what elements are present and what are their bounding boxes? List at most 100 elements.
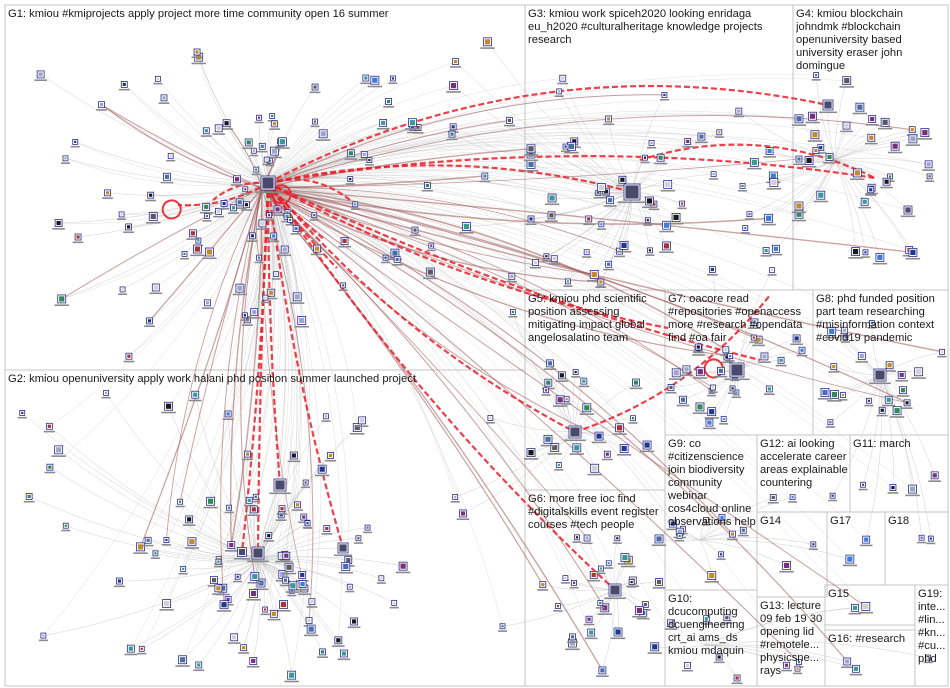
node [281, 212, 293, 223]
node [926, 535, 936, 545]
node [839, 76, 854, 88]
group-label-g11: G11: march [853, 438, 911, 450]
node [321, 413, 331, 422]
node [525, 215, 537, 226]
node [193, 661, 205, 672]
node [627, 579, 637, 588]
node [584, 628, 598, 640]
node [872, 252, 888, 265]
node [896, 386, 910, 397]
node [251, 166, 261, 176]
edge [166, 182, 269, 541]
node [865, 115, 879, 126]
node [721, 614, 733, 624]
node [269, 120, 281, 130]
edge [613, 538, 618, 591]
self-loop [271, 184, 292, 205]
node [216, 600, 232, 612]
node [102, 189, 114, 199]
node [175, 498, 185, 508]
edge [267, 182, 800, 663]
node [612, 535, 622, 544]
node [303, 520, 313, 529]
node [883, 361, 896, 372]
node [628, 415, 638, 424]
edge [699, 497, 774, 541]
edge [261, 187, 712, 392]
edge [261, 187, 606, 609]
node [617, 553, 633, 565]
node [645, 247, 655, 256]
edge [107, 182, 269, 196]
node [560, 575, 570, 584]
node [280, 551, 293, 563]
node [682, 138, 694, 148]
group-label-g8: G8: phd funded position part team resear… [816, 293, 935, 344]
edge [267, 170, 910, 251]
edge [257, 559, 395, 604]
edge [267, 77, 563, 184]
node [337, 649, 351, 661]
node [571, 369, 581, 378]
node [905, 134, 921, 146]
node [190, 244, 205, 257]
strong-edge [267, 178, 351, 201]
node [767, 494, 779, 504]
node [310, 244, 324, 256]
edge [261, 119, 510, 189]
node [160, 172, 174, 184]
node [708, 384, 718, 394]
node [395, 561, 411, 574]
edge [834, 159, 865, 202]
edge [140, 546, 259, 561]
node [290, 292, 305, 304]
node [554, 88, 564, 97]
node [911, 367, 926, 379]
node [654, 153, 667, 165]
hub-node [900, 205, 916, 218]
edge [267, 182, 881, 376]
node [801, 156, 817, 168]
hub-node [269, 478, 291, 495]
node [161, 537, 171, 546]
node [813, 190, 828, 203]
edge [879, 374, 935, 476]
node [775, 356, 787, 367]
node [659, 241, 674, 254]
edge [699, 496, 793, 541]
edge [879, 374, 894, 488]
edge [165, 187, 263, 541]
node [665, 384, 677, 394]
self-loop [161, 199, 182, 220]
edge [736, 349, 803, 371]
edge [704, 644, 856, 670]
edge [267, 182, 712, 391]
node [643, 217, 653, 226]
node [224, 541, 238, 552]
node [796, 346, 808, 357]
node [603, 196, 617, 207]
node [578, 377, 590, 388]
node [96, 101, 107, 111]
node [315, 129, 331, 141]
node [264, 288, 278, 300]
node [640, 154, 650, 164]
node [807, 130, 823, 142]
node [267, 146, 282, 159]
node [376, 119, 390, 130]
node [376, 575, 386, 584]
node [422, 182, 433, 192]
group-label-g13: G13: lecture 09 feb 19 30 opening lid #r… [760, 600, 823, 677]
node [714, 129, 724, 138]
node [855, 352, 869, 363]
edge [61, 182, 269, 300]
node [887, 484, 899, 494]
node [61, 522, 71, 532]
node [117, 211, 127, 221]
edge [128, 182, 269, 228]
edge [834, 159, 909, 211]
edge [261, 187, 759, 341]
node [928, 471, 941, 482]
hub-node [233, 547, 251, 560]
node [150, 550, 160, 559]
